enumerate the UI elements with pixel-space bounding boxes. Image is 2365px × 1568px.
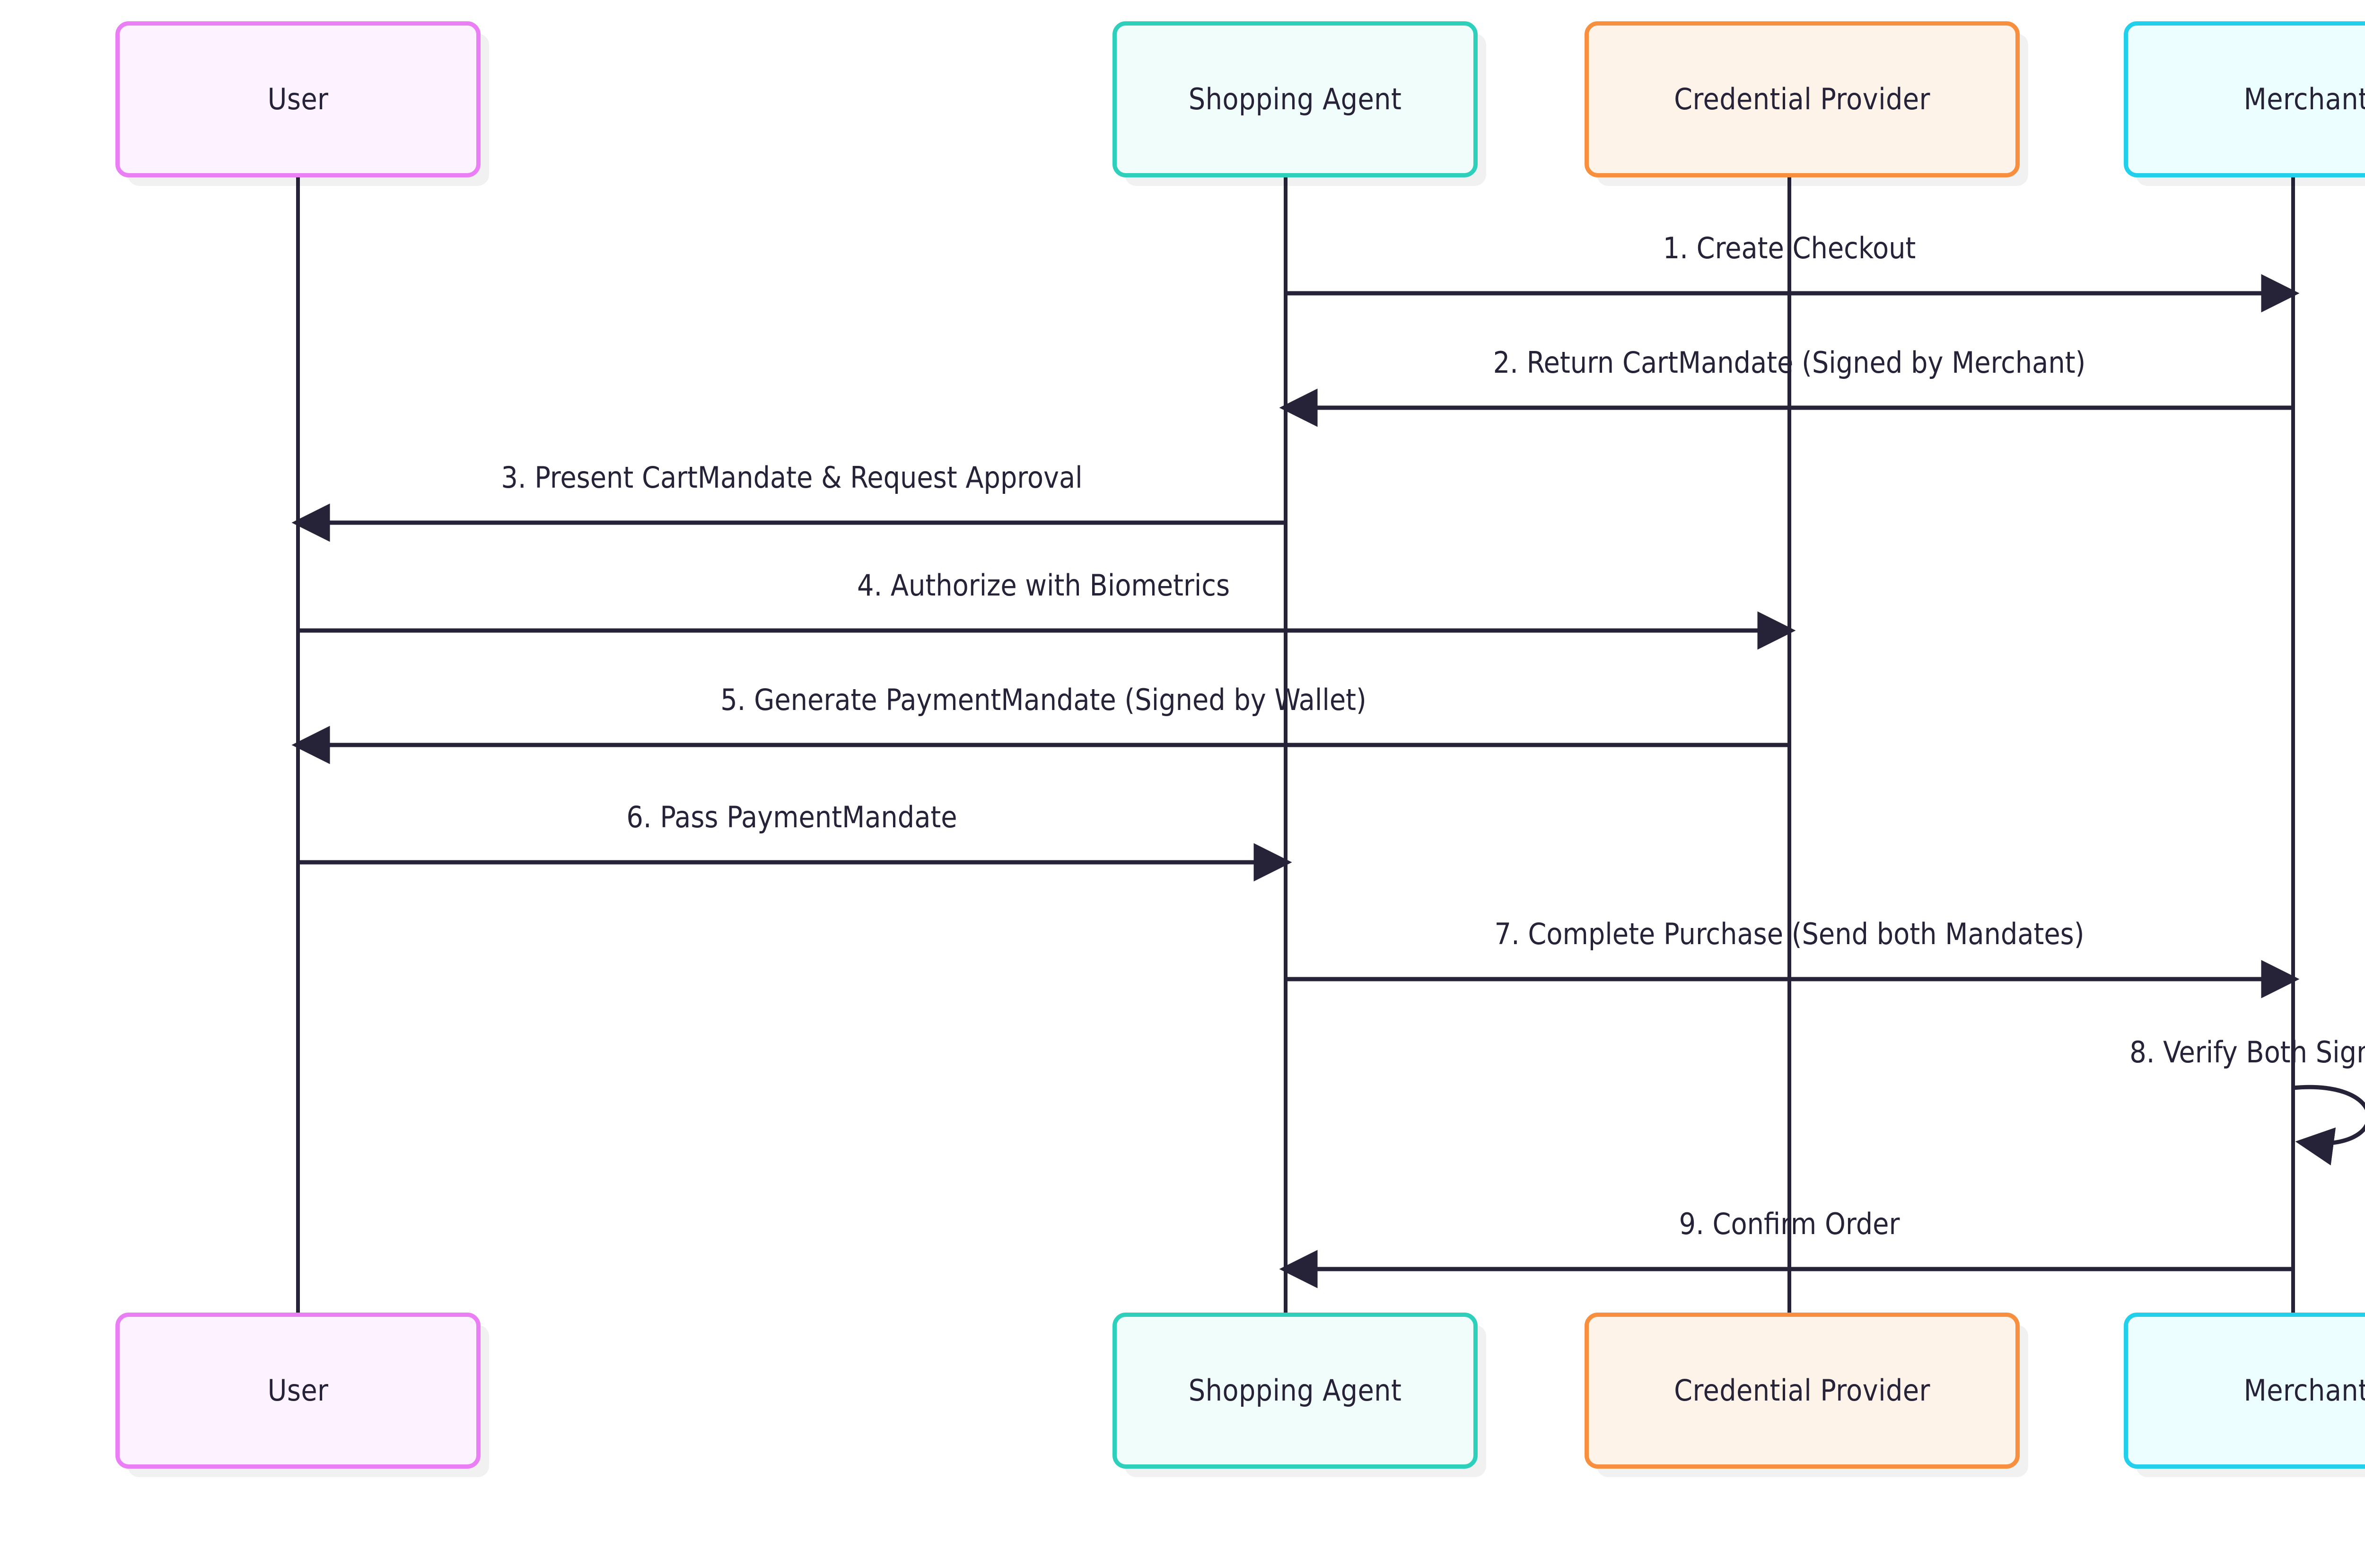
participant-label-agent: Shopping Agent — [1188, 1373, 1402, 1408]
participant-box-cred-top[interactable]: Credential Provider — [1585, 21, 2020, 177]
message-label-1: 1. Create Checkout — [1663, 231, 1916, 265]
participant-label-merchant: Merchant — [2243, 1373, 2365, 1408]
participant-label-user: User — [267, 1373, 329, 1408]
message-label-3: 3. Present CartMandate & Request Approva… — [501, 460, 1083, 495]
self-loop-arrow-8 — [2293, 1085, 2365, 1165]
message-label-4: 4. Authorize with Biometrics — [857, 568, 1230, 603]
participant-label-agent: Shopping Agent — [1188, 82, 1402, 116]
message-label-2: 2. Return CartMandate (Signed by Merchan… — [1493, 345, 2086, 380]
participant-label-merchant: Merchant — [2243, 82, 2365, 116]
participant-box-merchant-top[interactable]: Merchant — [2124, 21, 2365, 177]
participant-box-agent-top[interactable]: Shopping Agent — [1112, 21, 1478, 177]
participant-box-cred-bottom[interactable]: Credential Provider — [1585, 1313, 2020, 1469]
participant-label-cred: Credential Provider — [1674, 82, 1930, 116]
participant-box-agent-bottom[interactable]: Shopping Agent — [1112, 1313, 1478, 1469]
participant-label-cred: Credential Provider — [1674, 1373, 1930, 1408]
participant-box-user-bottom[interactable]: User — [115, 1313, 481, 1469]
message-label-7: 7. Complete Purchase (Send both Mandates… — [1494, 917, 2085, 951]
message-label-5: 5. Generate PaymentMandate (Signed by Wa… — [720, 683, 1366, 717]
message-label-9: 9. Confirm Order — [1679, 1207, 1900, 1241]
message-arrows-group — [291, 274, 2365, 1288]
message-label-6: 6. Pass PaymentMandate — [626, 800, 957, 834]
participant-box-merchant-bottom[interactable]: Merchant — [2124, 1313, 2365, 1469]
message-label-8: 8. Verify Both Signatures — [2129, 1035, 2365, 1069]
participant-box-user-top[interactable]: User — [115, 21, 481, 177]
participant-label-user: User — [267, 82, 329, 116]
